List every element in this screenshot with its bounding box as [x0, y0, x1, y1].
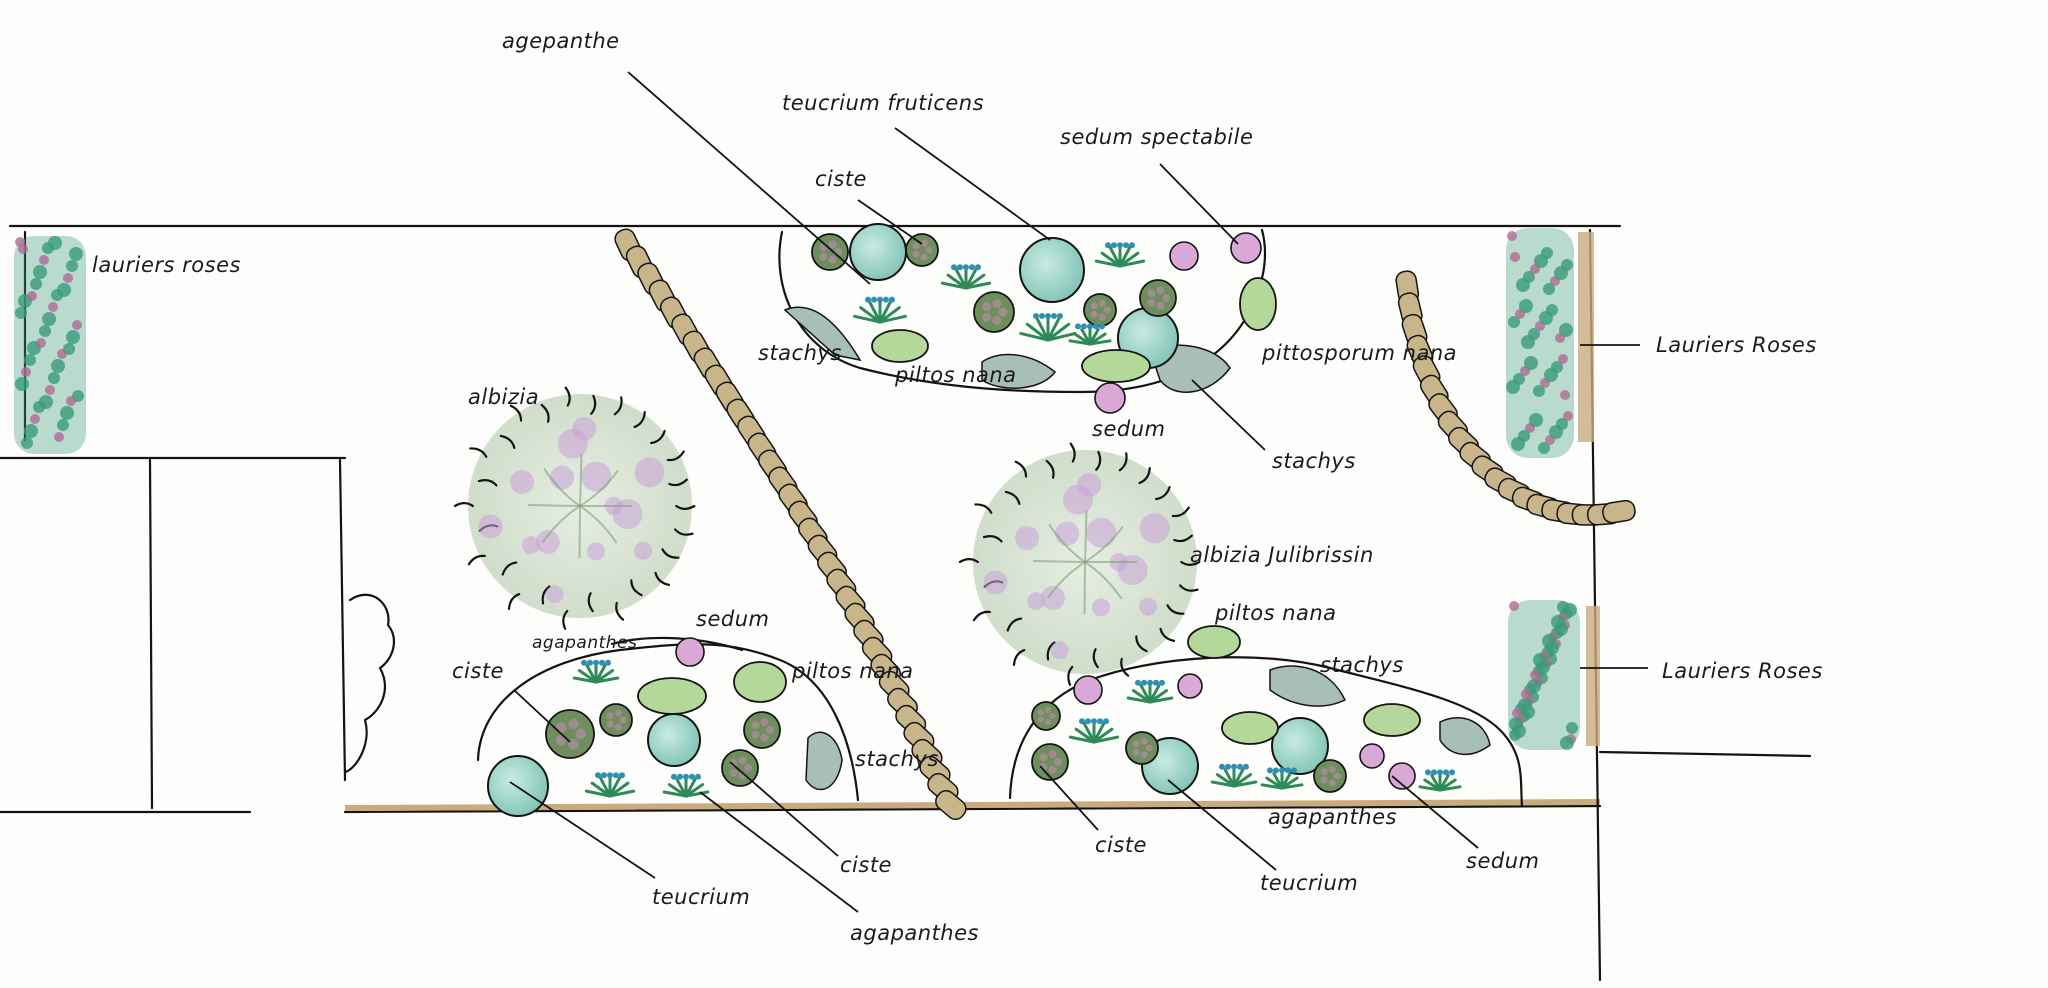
pittosporum-plant	[733, 661, 787, 703]
label-sedum-top: sedum	[1092, 417, 1165, 441]
label-ciste-right: ciste	[1095, 833, 1147, 857]
stepping-stone	[935, 789, 967, 821]
agapanthe-plant	[1210, 763, 1258, 788]
teucrium-plant	[487, 755, 549, 817]
plants	[487, 223, 1462, 817]
sedum-plant	[1230, 232, 1262, 264]
agapanthe-plant	[853, 296, 907, 324]
label-ciste-left: ciste	[452, 659, 504, 683]
label-piltos-nana-top: piltos nana	[894, 363, 1017, 387]
albizia-julibrissin	[958, 442, 1201, 686]
sedum-plant	[1177, 673, 1203, 699]
label-sedum-left: sedum	[696, 607, 769, 631]
teucrium-plant	[1271, 717, 1329, 775]
label-lauriers-roses-bottom-right: Lauriers Roses	[1662, 659, 1823, 683]
plant-labels: lauriers roses agepanthe teucrium frutic…	[92, 29, 1823, 945]
pittosporum-plant	[637, 677, 707, 715]
oleander-hedge-top-right	[1506, 228, 1594, 458]
label-agepanthe: agepanthe	[502, 29, 620, 53]
label-agapanthes-left: agapanthes	[532, 633, 637, 653]
label-lauriers-roses-top-right: Lauriers Roses	[1656, 333, 1817, 357]
stachys-top-left-shape	[783, 306, 862, 362]
ciste-plant	[599, 703, 633, 737]
label-piltos-nana-left: piltos nana	[791, 659, 914, 683]
agapanthe-plant	[1260, 767, 1304, 790]
sedum-plant	[1388, 762, 1416, 790]
sedum-plant	[1359, 743, 1385, 769]
teucrium-plant	[849, 223, 907, 281]
albizia-left	[453, 386, 696, 630]
label-ciste-top: ciste	[815, 167, 867, 191]
label-teucrium-right: teucrium	[1260, 871, 1358, 895]
label-pittosporum-nana: pittosporum nana	[1261, 341, 1457, 365]
label-agapanthes-right: agapanthes	[1268, 805, 1397, 829]
stepping-stone-path-middle	[614, 228, 967, 821]
agapanthe-plant	[662, 773, 710, 798]
label-teucrium-fruticens: teucrium fruticens	[782, 91, 984, 115]
ciste-plant	[721, 749, 759, 787]
agapanthe-plant	[1418, 769, 1462, 792]
ciste-plant	[1139, 279, 1177, 317]
label-sedum-right: sedum	[1466, 849, 1539, 873]
agapanthe-plant	[1094, 242, 1146, 268]
label-stachys-top-left: stachys	[758, 341, 842, 365]
teucrium-plant	[647, 713, 701, 767]
stepping-stone-path-right	[1395, 270, 1636, 526]
agapanthe-plant	[1126, 679, 1174, 704]
pittosporum-plant	[1363, 703, 1421, 737]
sedum-plant	[1094, 382, 1126, 414]
label-lauriers-roses-left: lauriers roses	[92, 253, 241, 277]
bed-top	[778, 228, 1267, 394]
ciste-plant	[905, 233, 939, 267]
label-teucrium-left: teucrium	[652, 885, 750, 909]
label-stachys-top-right: stachys	[1272, 449, 1356, 473]
oleander-hedge-left	[14, 236, 86, 454]
label-piltos-nana-right: piltos nana	[1214, 601, 1337, 625]
stepping-stone	[1602, 499, 1636, 524]
pittosporum-plant	[871, 329, 929, 363]
leader-lines	[509, 71, 1648, 913]
label-sedum-spectabile: sedum spectabile	[1060, 125, 1253, 149]
sedum-plant	[1073, 675, 1103, 705]
pittosporum-plant	[1187, 625, 1241, 659]
label-albizia-julibrissin: albizia Julibrissin	[1190, 543, 1374, 567]
agapanthe-plant	[584, 772, 636, 798]
label-agapanthes-left-bottom: agapanthes	[850, 921, 979, 945]
agapanthe-plant	[940, 264, 992, 290]
label-albizia: albizia	[468, 385, 539, 409]
label-ciste-left-bottom: ciste	[840, 853, 892, 877]
pittosporum-plant	[1221, 711, 1279, 745]
agapanthe-plant	[572, 659, 620, 684]
label-stachys-left: stachys	[855, 747, 939, 771]
teucrium-plant	[1019, 237, 1085, 303]
ciste-plant	[973, 291, 1015, 333]
label-stachys-right: stachys	[1320, 653, 1404, 677]
sedum-plant	[1169, 241, 1199, 271]
sedum-plant	[675, 637, 705, 667]
ciste-plant	[1083, 293, 1117, 327]
ciste-plant	[743, 711, 781, 749]
pittosporum-plant	[1239, 277, 1277, 331]
agapanthe-plant	[1019, 313, 1077, 342]
ciste-plant	[545, 709, 595, 759]
ciste-plant	[1125, 731, 1159, 765]
ciste-plant	[811, 233, 849, 271]
ciste-plant	[1313, 759, 1347, 793]
ciste-plant	[1031, 743, 1069, 781]
ciste-plant	[1031, 701, 1061, 731]
oleander-hedge-bottom-right	[1508, 600, 1600, 750]
agapanthe-plant	[1068, 323, 1112, 346]
pittosporum-plant	[1081, 349, 1151, 383]
shrub-outline	[343, 593, 396, 774]
agapanthe-plant	[1068, 718, 1120, 744]
